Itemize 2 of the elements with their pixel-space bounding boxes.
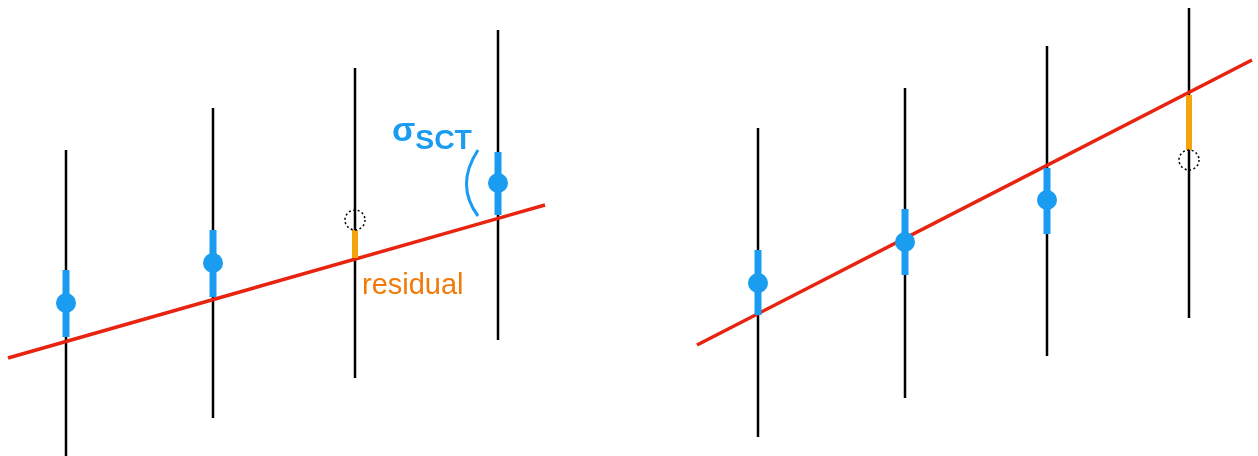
sigma-label: σ$_{SCT}$ xyxy=(392,112,472,154)
residual-label: residual xyxy=(362,270,464,299)
